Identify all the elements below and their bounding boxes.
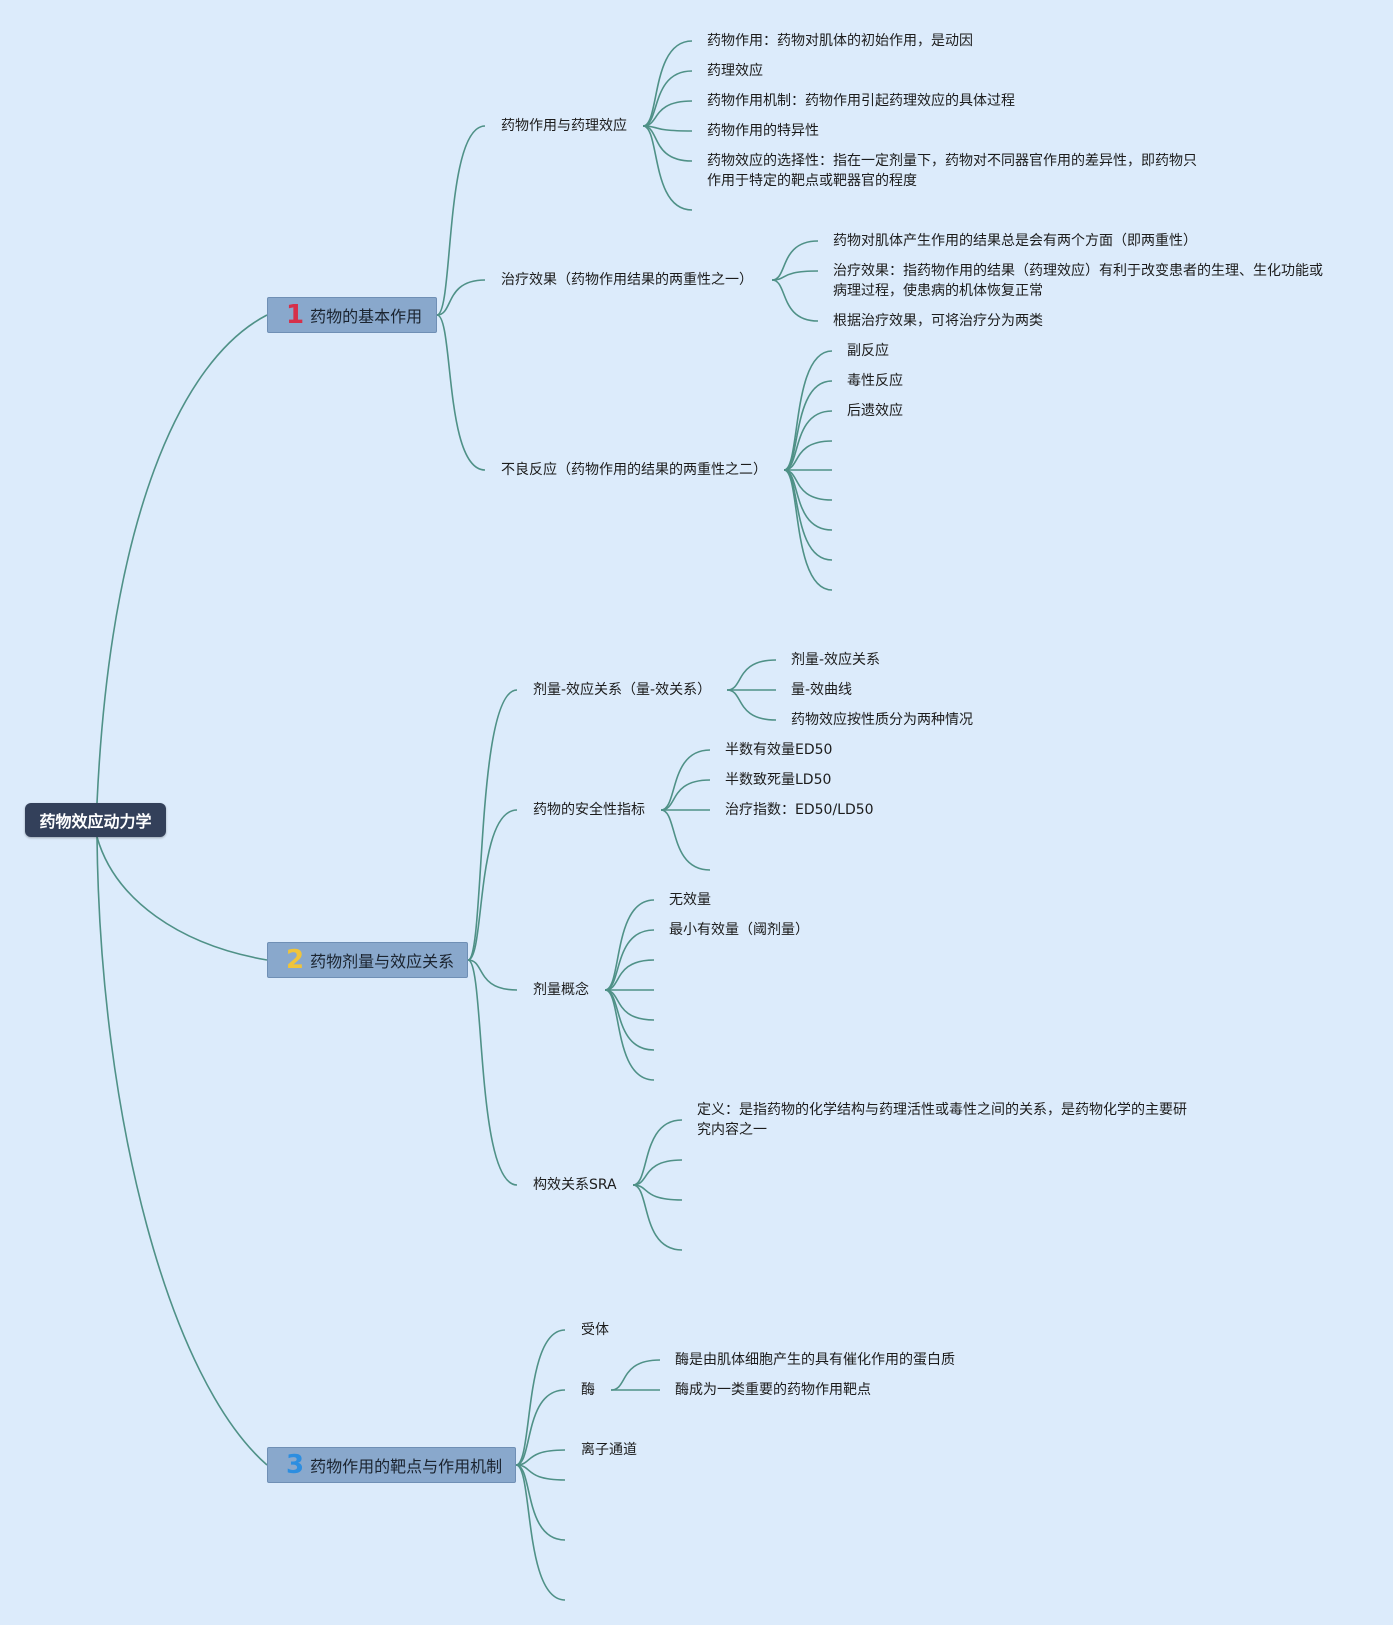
connector-line	[660, 749, 711, 811]
topic-3-node[interactable]: 3 药物作用的靶点与作用机制	[267, 1447, 516, 1483]
leaf-node[interactable]: 药物作用机制：药物作用引起药理效应的具体过程	[707, 93, 1015, 109]
connector-line	[783, 440, 833, 471]
connector-line	[436, 279, 486, 316]
topic-label: 药物剂量与效应关系	[310, 952, 455, 971]
leaf-node[interactable]: 药物作用：药物对肌体的初始作用，是动因	[707, 33, 973, 49]
topic-2-node[interactable]: 2 药物剂量与效应关系	[267, 942, 468, 978]
topic-1-node[interactable]: 1 药物的基本作用	[267, 297, 437, 333]
leaf-node[interactable]: 最小有效量（阈剂量）	[669, 922, 809, 938]
connector-line	[660, 779, 711, 811]
connector-line	[632, 1119, 683, 1186]
root-label: 药物效应动力学	[39, 812, 152, 831]
connector-line	[515, 1464, 566, 1541]
subtopic-adverse-reaction[interactable]: 不良反应（药物作用的结果的两重性之二）	[501, 462, 767, 478]
subtopic-enzyme[interactable]: 酶	[581, 1382, 595, 1398]
connector-line	[642, 70, 693, 127]
subtopic-safety-index[interactable]: 药物的安全性指标	[533, 802, 645, 818]
connector-line	[515, 1389, 566, 1466]
subtopic-drug-action[interactable]: 药物作用与药理效应	[501, 118, 627, 134]
leaf-node[interactable]: 量-效曲线	[791, 682, 853, 698]
leaf-node[interactable]: 药理效应	[707, 63, 763, 79]
connector-line	[660, 809, 711, 871]
leaf-node[interactable]: 酶成为一类重要的药物作用靶点	[675, 1382, 871, 1398]
subtopic-dose-effect[interactable]: 剂量-效应关系（量-效关系）	[533, 682, 712, 698]
subtopic-dose-concept[interactable]: 剂量概念	[533, 982, 589, 998]
leaf-node[interactable]: 治疗效果：指药物作用的结果（药理效应）有利于改变患者的生理、生化功能或病理过程，…	[833, 263, 1323, 299]
leaf-node[interactable]: 半数致死量LD50	[725, 772, 832, 788]
leaf-node[interactable]: 定义：是指药物的化学结构与药理活性或毒性之间的关系，是药物化学的主要研究内容之一	[697, 1102, 1187, 1138]
connector-line	[467, 959, 518, 991]
connector-line	[771, 240, 819, 281]
subtopic-receptor[interactable]: 受体	[581, 1322, 609, 1338]
connector-line	[604, 899, 655, 991]
leaf-node[interactable]: 后遗效应	[847, 403, 903, 419]
connector-line	[604, 959, 655, 991]
connector-line	[783, 410, 833, 471]
connector-line	[642, 125, 693, 162]
connector-line	[515, 1464, 566, 1481]
leaf-node[interactable]: 毒性反应	[847, 373, 903, 389]
connector-line	[771, 279, 819, 322]
connector-line	[467, 959, 518, 1186]
leaf-node[interactable]: 根据治疗效果，可将治疗分为两类	[833, 313, 1043, 329]
topic-number-badge: 1	[286, 300, 305, 330]
connector-line	[515, 1329, 566, 1466]
connector-line	[604, 989, 655, 1081]
leaf-node[interactable]: 药物效应的选择性：指在一定剂量下，药物对不同器官作用的差异性，即药物只作用于特定…	[707, 153, 1197, 189]
leaf-node[interactable]: 酶是由肌体细胞产生的具有催化作用的蛋白质	[675, 1352, 955, 1368]
subtopic-sar[interactable]: 构效关系SRA	[533, 1177, 617, 1193]
connector-line	[604, 929, 655, 991]
topic-label: 药物作用的靶点与作用机制	[310, 1457, 503, 1476]
leaf-node[interactable]: 剂量-效应关系	[791, 652, 881, 668]
leaf-node[interactable]: 药物对肌体产生作用的结果总是会有两个方面（即两重性）	[833, 233, 1197, 249]
connector-line	[467, 689, 518, 961]
subtopic-ion-channel[interactable]: 离子通道	[581, 1442, 637, 1458]
leaf-node[interactable]: 治疗指数：ED50/LD50	[725, 802, 874, 818]
connector-line	[515, 1464, 566, 1601]
connector-line	[96, 314, 268, 804]
connector-line	[642, 100, 693, 127]
connector-line	[783, 469, 833, 591]
connector-line	[632, 1184, 683, 1251]
leaf-node[interactable]: 药物作用的特异性	[707, 123, 819, 139]
connector-line	[96, 836, 268, 961]
connector-line	[783, 380, 833, 471]
connector-line	[96, 836, 268, 1466]
connector-line	[726, 659, 777, 691]
connector-line	[610, 1359, 661, 1391]
leaf-node[interactable]: 无效量	[669, 892, 711, 908]
connector-line	[467, 809, 518, 961]
connector-line	[632, 1159, 683, 1186]
connector-line	[771, 270, 819, 281]
topic-label: 药物的基本作用	[310, 307, 423, 326]
connector-line	[436, 125, 486, 316]
subtopic-therapeutic-effect[interactable]: 治疗效果（药物作用结果的两重性之一）	[501, 272, 753, 288]
topic-number-badge: 2	[286, 945, 305, 975]
root-node[interactable]: 药物效应动力学	[25, 803, 166, 837]
connector-line	[642, 40, 693, 127]
leaf-node[interactable]: 副反应	[847, 343, 889, 359]
connector-line	[632, 1184, 683, 1201]
connector-line	[436, 314, 486, 471]
connector-line	[726, 689, 777, 721]
leaf-node[interactable]: 药物效应按性质分为两种情况	[791, 712, 973, 728]
topic-number-badge: 3	[286, 1450, 305, 1480]
leaf-node[interactable]: 半数有效量ED50	[725, 742, 833, 758]
connector-line	[783, 350, 833, 471]
connector-line	[642, 125, 693, 211]
